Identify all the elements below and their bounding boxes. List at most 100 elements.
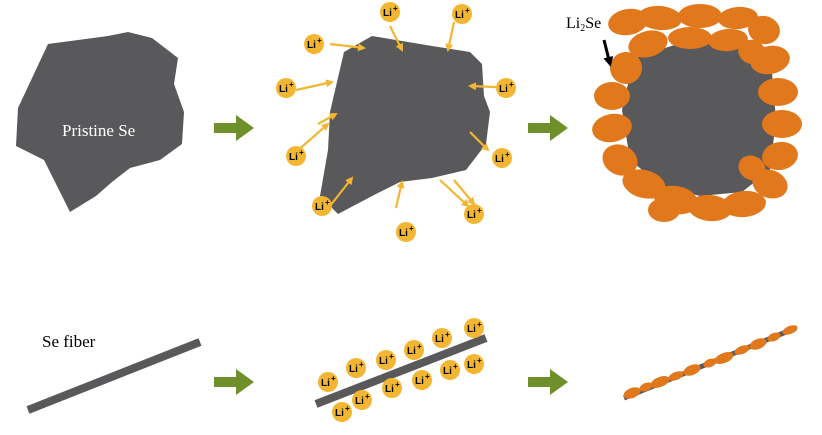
li-ion-symbol: Li (415, 376, 424, 387)
li2se-coating-segment (749, 338, 767, 350)
li-ion-charge: + (359, 360, 364, 369)
li-ion: Li+ (496, 78, 516, 98)
li-ion-arrow (394, 180, 405, 209)
li-ion-charge: + (389, 352, 394, 361)
li-ion-symbol: Li (355, 396, 364, 407)
li2se-particle (594, 82, 630, 110)
li-ion: Li+ (492, 148, 512, 168)
process-arrow (528, 115, 568, 141)
li2se-coating-segment (639, 382, 653, 392)
li2se-particle (708, 28, 748, 52)
li-ion-symbol: Li (289, 152, 298, 163)
li-ion-symbol: Li (443, 366, 452, 377)
li-ion-arrow (329, 176, 354, 207)
li-ion-symbol: Li (315, 202, 324, 213)
li-ion: Li+ (396, 222, 416, 242)
lithiating-se-particle (320, 36, 490, 214)
li-ion-arrow (453, 179, 476, 206)
li-ion: Li+ (412, 370, 432, 390)
li-ion-arrow (295, 122, 330, 153)
li-ion-charge: + (417, 342, 422, 351)
li2se-particle (758, 78, 798, 106)
li2se-label-suffix: Se (585, 15, 602, 32)
li-ion-charge: + (289, 80, 294, 89)
li2se-particle (592, 113, 632, 143)
li-ion: Li+ (382, 378, 402, 398)
li-ion: Li+ (464, 204, 484, 224)
li2se-particle (628, 30, 668, 58)
li-ion-charge: + (365, 392, 370, 401)
li-ion: Li+ (346, 358, 366, 378)
li-ion-charge: + (395, 380, 400, 389)
li-ion: Li+ (318, 372, 338, 392)
li-ion-charge: + (325, 198, 330, 207)
li2se-particle (610, 52, 642, 84)
li-ion-symbol: Li (321, 378, 330, 389)
li-ion-charge: + (477, 320, 482, 329)
li-ion-charge: + (465, 6, 470, 15)
li2se-particle (718, 6, 758, 30)
li2se-particle (762, 141, 798, 171)
li2se-particle (602, 144, 638, 176)
li-ion: Li+ (404, 340, 424, 360)
li-ion-arrow (445, 21, 456, 52)
li2se-coating-segment (683, 364, 701, 376)
li-ion: Li+ (352, 390, 372, 410)
li2se-coating-segment (782, 325, 798, 335)
pristine-se-label: Pristine Se (62, 121, 136, 140)
lithiated-se-core (622, 40, 776, 196)
li2se-label: Li2Se (566, 15, 601, 34)
li-ion: Li+ (452, 4, 472, 24)
li-ion-charge: + (331, 374, 336, 383)
pristine-se-particle (16, 32, 184, 212)
se-fiber (26, 338, 202, 414)
li-ion-symbol: Li (335, 408, 344, 419)
li-ion-symbol: Li (467, 360, 476, 371)
li-ion-charge: + (409, 224, 414, 233)
li-ion: Li+ (332, 402, 352, 422)
li-ion-arrow (295, 79, 334, 92)
li-ion: Li+ (464, 318, 484, 338)
li2se-label-prefix: Li (566, 15, 581, 32)
li-ion-symbol: Li (407, 346, 416, 357)
li-ion-symbol: Li (455, 10, 464, 21)
li2se-coating-segment (734, 345, 750, 355)
li-ion-symbol: Li (495, 154, 504, 165)
li-ion-symbol: Li (385, 384, 394, 395)
li-ion-charge: + (445, 330, 450, 339)
li-ion: Li+ (376, 350, 396, 370)
process-arrow (214, 369, 254, 395)
li2se-coating-segment (668, 371, 684, 381)
li-ion-symbol: Li (399, 228, 408, 239)
li-ion-symbol: Li (383, 8, 392, 19)
li2se-particle (762, 110, 802, 138)
li-ion: Li+ (286, 146, 306, 166)
li-ion-arrow (329, 42, 366, 52)
li-ion: Li+ (380, 2, 400, 22)
lithiating-se-fiber (314, 334, 488, 408)
li2se-callout-arrow (602, 39, 614, 67)
li-ion-charge: + (453, 362, 458, 371)
li-ion-charge: + (509, 80, 514, 89)
li2se-coating-segment (703, 358, 717, 368)
li-ion-arrow (317, 113, 338, 125)
li2se-particle (678, 4, 722, 28)
li-ion-symbol: Li (307, 40, 316, 51)
li2se-coating-segment (623, 387, 641, 399)
li-ion: Li+ (276, 78, 296, 98)
li2se-particle (608, 8, 648, 36)
li-ion-charge: + (425, 372, 430, 381)
li-ion-charge: + (477, 206, 482, 215)
se-fiber-label: Se fiber (42, 332, 96, 351)
li2se-particle (622, 169, 666, 199)
li-ion-symbol: Li (379, 356, 388, 367)
li-ion-symbol: Li (279, 84, 288, 95)
li-ion-charge: + (299, 148, 304, 157)
li-ion-symbol: Li (499, 84, 508, 95)
li2se-particle (738, 39, 766, 65)
li2se-particle (638, 5, 682, 31)
li-ion: Li+ (440, 360, 460, 380)
li2se-particle (688, 194, 732, 222)
